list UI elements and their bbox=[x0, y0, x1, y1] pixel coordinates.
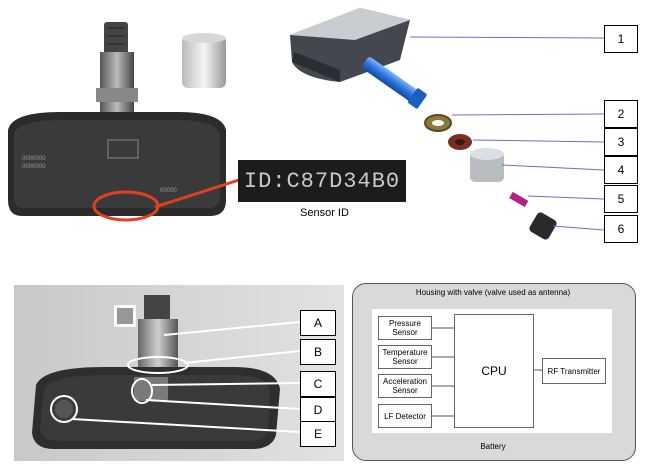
callout-5: 5 bbox=[604, 185, 638, 213]
svg-text:0000000: 0000000 bbox=[22, 156, 46, 162]
lf-detector-block: LF Detector bbox=[378, 404, 432, 428]
callout-E: E bbox=[300, 421, 336, 447]
sensor-id-leader-line bbox=[154, 177, 243, 209]
exploded-view bbox=[290, 8, 605, 240]
callout-4: 4 bbox=[604, 156, 638, 184]
svg-text:0000000: 0000000 bbox=[22, 164, 46, 170]
svg-text:00000: 00000 bbox=[160, 188, 177, 194]
callout-1: 1 bbox=[604, 25, 638, 53]
housing-label: Housing with valve (valve used as antenn… bbox=[415, 288, 571, 297]
cpu-block: CPU bbox=[454, 314, 534, 428]
callout-A: A bbox=[300, 310, 336, 336]
callout-2: 2 bbox=[604, 100, 638, 128]
rf-transmitter-block: RF Transmitter bbox=[542, 358, 606, 384]
block-diagram-connectors bbox=[432, 327, 542, 417]
callout-3: 3 bbox=[604, 128, 638, 156]
sensor-photo-top: 0000000 0000000 00000 bbox=[8, 22, 226, 222]
callout-B: B bbox=[300, 339, 336, 365]
sensor-id-reading: ID:C87D34B0 bbox=[243, 168, 401, 194]
sensor-id-caption: Sensor ID bbox=[300, 207, 349, 219]
sensor-id-zoom bbox=[238, 160, 406, 202]
sensor-photo-bottom bbox=[14, 285, 344, 461]
pressure-sensor-block: Pressure Sensor bbox=[378, 316, 432, 340]
callout-6: 6 bbox=[604, 215, 638, 243]
temperature-sensor-block: Temperature Sensor bbox=[378, 345, 432, 369]
callout-C: C bbox=[300, 371, 336, 397]
battery-label: Battery bbox=[480, 442, 506, 451]
callout-D: D bbox=[300, 397, 336, 423]
acceleration-sensor-block: Acceleration Sensor bbox=[378, 374, 432, 398]
